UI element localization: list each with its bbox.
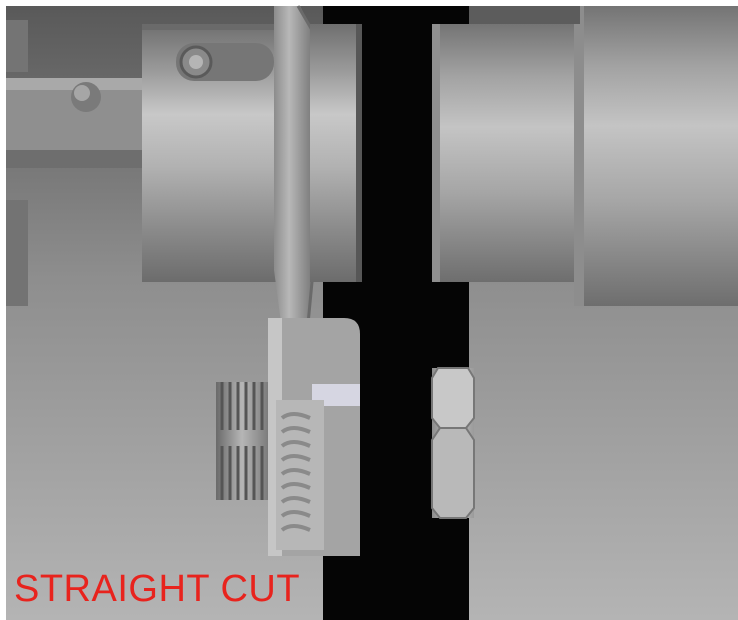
clamp-block xyxy=(268,318,360,556)
flange xyxy=(274,5,314,367)
clamp-threads xyxy=(280,412,311,532)
caption-straight-cut: STRAIGHT CUT xyxy=(14,568,301,610)
left-shaft xyxy=(6,20,148,306)
left-hub xyxy=(142,24,282,282)
left-sleeve xyxy=(310,24,362,282)
bolt-threads xyxy=(216,382,268,500)
right-shaft xyxy=(432,6,738,306)
hex-nut xyxy=(431,367,475,519)
